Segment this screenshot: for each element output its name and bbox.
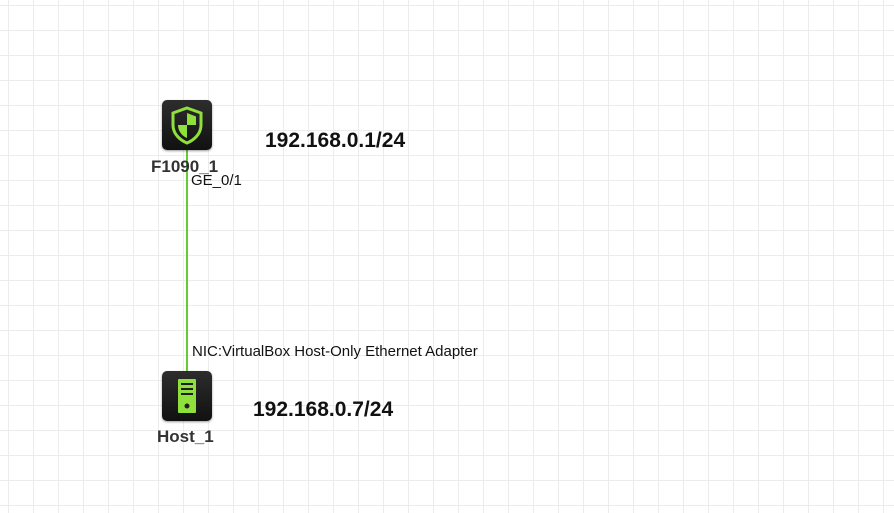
host-device[interactable] [162, 371, 212, 421]
port-label-nic: NIC:VirtualBox Host-Only Ethernet Adapte… [192, 343, 478, 360]
link-f1090-host[interactable] [186, 150, 188, 372]
firewall-device[interactable] [162, 100, 212, 150]
device-label-host: Host_1 [157, 427, 214, 446]
host-server-icon [178, 379, 196, 413]
port-label-ge0-1: GE_0/1 [191, 172, 242, 189]
firewall-shield-icon [171, 106, 203, 145]
ip-label-host: 192.168.0.7/24 [253, 398, 394, 421]
device-label-f1090: F1090_1 [151, 157, 219, 176]
ip-label-f1090: 192.168.0.1/24 [265, 129, 406, 152]
